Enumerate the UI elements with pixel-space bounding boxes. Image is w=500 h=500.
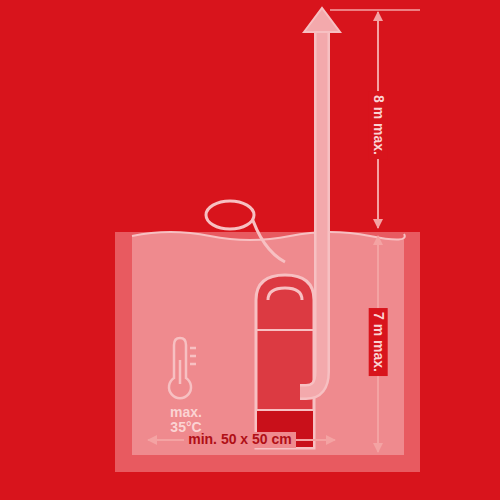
dimension-tick [330, 9, 420, 11]
pump-body [256, 275, 314, 448]
tank-wall [115, 232, 420, 472]
hose-outline [300, 30, 322, 392]
float-cable [250, 212, 285, 262]
water [132, 232, 405, 455]
height-dimension: 8 m max. [368, 91, 387, 159]
hose [300, 30, 322, 392]
thermometer-icon [169, 338, 196, 398]
depth-dimension: 7 m max. [368, 308, 387, 376]
width-dimension: min. 50 x 50 cm [184, 432, 296, 447]
water-surface [132, 232, 405, 240]
pump-handle [268, 288, 302, 300]
pump-seam [256, 329, 314, 331]
float-switch [206, 201, 254, 229]
hose-arrow [304, 8, 340, 32]
temperature-note: max. 35°C [164, 405, 208, 436]
